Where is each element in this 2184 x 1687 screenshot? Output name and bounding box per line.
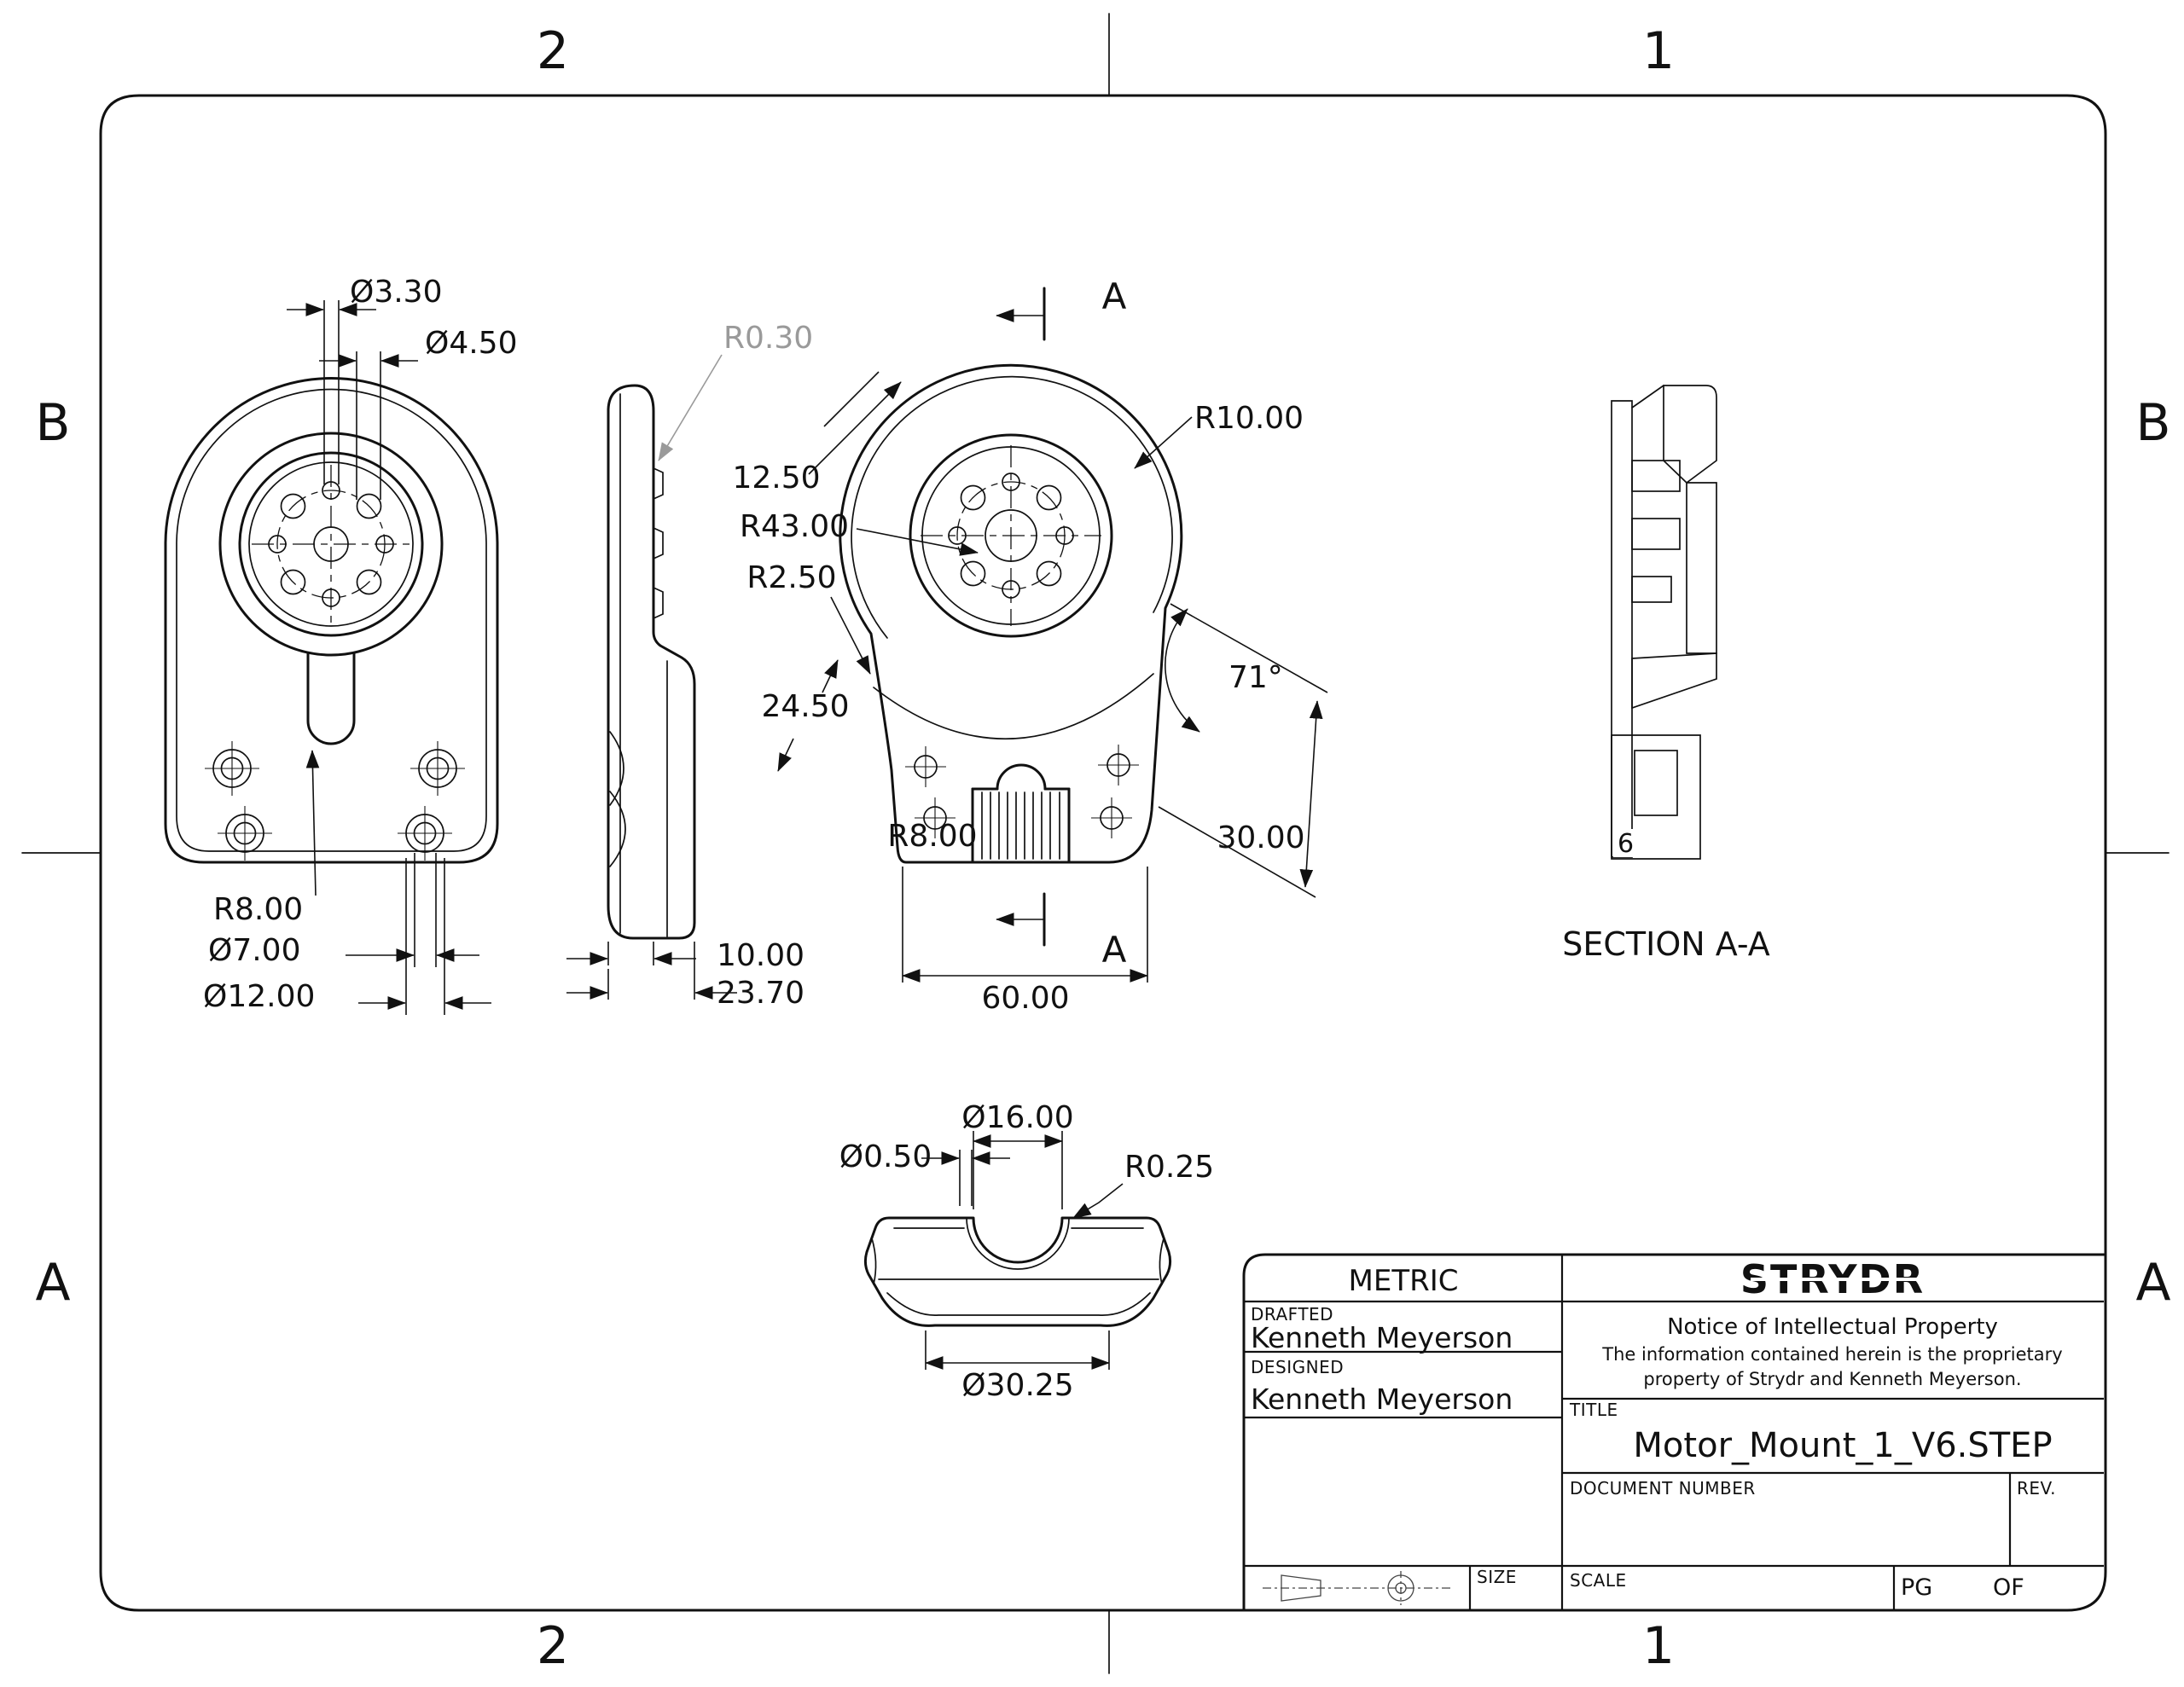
pg-label: PG	[1901, 1574, 1932, 1601]
dim-front-d1200: Ø12.00	[203, 979, 315, 1014]
notice-title: Notice of Intellectual Property	[1667, 1314, 1998, 1340]
zone-top-1: 1	[1642, 21, 1675, 81]
notice-line1: The information contained herein is the …	[1601, 1344, 2062, 1365]
size-label: SIZE	[1477, 1567, 1517, 1587]
bottom-outline	[863, 1216, 1172, 1327]
notice-line2: property of Strydr and Kenneth Meyerson.	[1643, 1369, 2021, 1389]
third-angle-projection-icon	[1263, 1571, 1452, 1605]
dim-front-d450: Ø4.50	[425, 326, 518, 361]
center-dimensions: 12.50 R43.00 R2.50 24.50 R10.00 71° 30.0…	[732, 371, 1328, 1016]
center-face-curve	[873, 673, 1154, 739]
view-front: Ø3.30 Ø4.50 R8.00 Ø7.00 Ø12.00	[164, 275, 518, 1015]
dim-front-d330: Ø3.30	[350, 275, 443, 310]
dim-center-3000: 30.00	[1217, 820, 1304, 855]
center-inner-arc	[851, 375, 1173, 639]
dim-front-r800: R8.00	[213, 892, 303, 927]
zone-left-b: B	[35, 393, 70, 453]
bottom-details	[871, 1217, 1165, 1316]
dim-side-2370: 23.70	[717, 976, 804, 1011]
section-cut-marks: A A	[996, 275, 1127, 971]
front-motor-boss	[238, 451, 424, 637]
dim-bottom-d3025: Ø30.25	[961, 1368, 1073, 1403]
section-note-backing	[1613, 829, 1637, 857]
center-motor-boss	[909, 433, 1113, 638]
zone-right-a: A	[2135, 1253, 2170, 1313]
dim-center-6000: 60.00	[981, 981, 1069, 1016]
bottom-dimensions: Ø16.00 Ø0.50 R0.25 Ø30.25	[839, 1100, 1214, 1403]
front-inner-contour	[176, 388, 487, 852]
of-label: OF	[1993, 1574, 2024, 1601]
border-frame	[21, 13, 2169, 1674]
title-label: TITLE	[1569, 1400, 1618, 1420]
side-details	[609, 393, 668, 937]
dim-bottom-d050: Ø0.50	[839, 1139, 932, 1174]
view-section: 6 SECTION A-A	[1562, 385, 1770, 963]
view-side: R0.30 10.00 23.70	[566, 321, 813, 1011]
center-corner-holes	[905, 745, 1139, 838]
side-dimensions: R0.30 10.00 23.70	[566, 321, 813, 1011]
doc-number-label: DOCUMENT NUMBER	[1570, 1478, 1756, 1499]
zone-bottom-1: 1	[1642, 1616, 1675, 1676]
center-outline	[839, 363, 1183, 864]
dim-bottom-r025: R0.25	[1124, 1150, 1214, 1185]
drafted-label: DRAFTED	[1251, 1304, 1333, 1325]
scale-label: SCALE	[1570, 1570, 1627, 1591]
drafted-name: Kenneth Meyerson	[1251, 1321, 1513, 1354]
dim-bottom-d1600: Ø16.00	[961, 1100, 1073, 1135]
dim-center-1250: 12.50	[732, 461, 820, 496]
dim-center-71deg: 71°	[1228, 660, 1283, 695]
zone-right-b: B	[2135, 393, 2170, 453]
zone-labels: 2 1 2 1 B A B A	[35, 21, 2170, 1676]
section-hatched-profile	[1611, 385, 1717, 860]
title-block: METRIC DRAFTED Kenneth Meyerson DESIGNED…	[1242, 1253, 2106, 1612]
center-clamp-block	[971, 763, 1071, 864]
dim-center-r250: R2.50	[746, 560, 836, 595]
dim-center-r4300: R43.00	[740, 509, 849, 544]
front-corner-holes	[205, 741, 465, 861]
view-bottom: Ø16.00 Ø0.50 R0.25 Ø30.25	[839, 1100, 1214, 1403]
section-title: SECTION A-A	[1562, 925, 1770, 963]
designed-name: Kenneth Meyerson	[1251, 1383, 1513, 1416]
dim-center-r1000: R10.00	[1194, 401, 1304, 436]
section-cut-label-top: A	[1102, 275, 1127, 317]
title-block-grid	[1242, 1253, 2106, 1612]
zone-top-2: 2	[537, 21, 569, 81]
section-cut-label-bottom: A	[1102, 929, 1127, 971]
rev-label: REV.	[2017, 1478, 2056, 1499]
front-keyhole-slot	[218, 432, 444, 745]
view-center: R8.00	[732, 275, 1328, 1016]
zone-bottom-2: 2	[537, 1616, 569, 1676]
dim-side-r030: R0.30	[723, 321, 813, 356]
strydr-logo: STRYDR	[1740, 1256, 1923, 1302]
section-note: 6	[1618, 829, 1634, 859]
dim-center-2450: 24.50	[761, 689, 849, 724]
front-outline	[164, 377, 499, 864]
side-outline	[607, 384, 696, 940]
front-dimensions: Ø3.30 Ø4.50 R8.00 Ø7.00 Ø12.00	[203, 275, 518, 1015]
document-title: Motor_Mount_1_V6.STEP	[1633, 1426, 2052, 1465]
units-label: METRIC	[1349, 1264, 1459, 1298]
zone-left-a: A	[35, 1253, 70, 1313]
dim-center-r800: R8.00	[887, 819, 977, 854]
dim-front-d700: Ø7.00	[208, 933, 301, 968]
designed-label: DESIGNED	[1251, 1357, 1344, 1377]
dim-side-1000: 10.00	[717, 938, 804, 973]
